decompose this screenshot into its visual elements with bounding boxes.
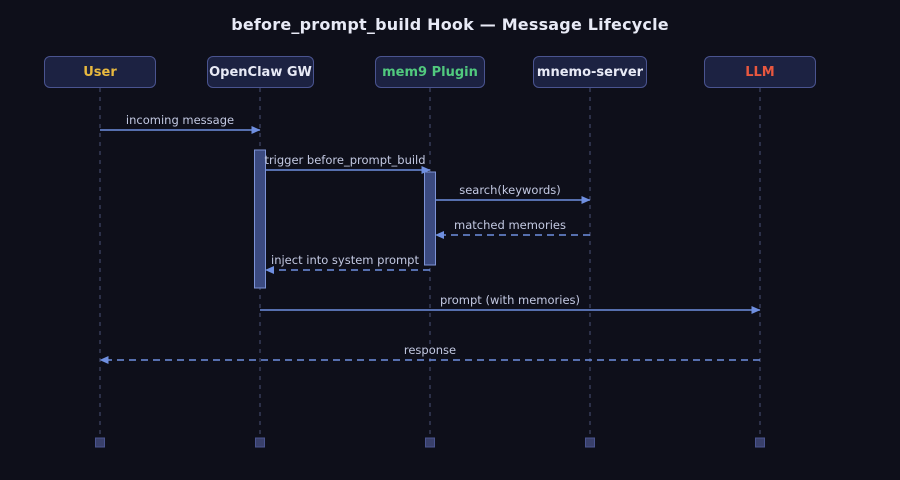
- activation-bar-mem9: [424, 171, 436, 266]
- messages-layer: [99, 126, 761, 364]
- participant-box-user[interactable]: User: [44, 56, 156, 88]
- participant-box-llm[interactable]: LLM: [704, 56, 816, 88]
- lifeline-terminator-gateway: [255, 437, 265, 448]
- participant-label-llm: LLM: [745, 64, 775, 80]
- message-label-3: matched memories: [454, 218, 566, 232]
- participant-box-mem9[interactable]: mem9 Plugin: [375, 56, 485, 88]
- message-label-5: prompt (with memories): [439, 293, 581, 307]
- lifeline-terminator-user: [95, 437, 105, 448]
- lifeline-terminator-mem9: [425, 437, 435, 448]
- message-label-2: search(keywords): [459, 183, 561, 197]
- message-label-1: trigger before_prompt_build: [264, 153, 426, 167]
- message-label-6: response: [403, 343, 457, 357]
- participant-label-gateway: OpenClaw GW: [209, 64, 312, 80]
- participant-label-user: User: [83, 64, 117, 80]
- activation-bar-gateway: [254, 149, 266, 289]
- participant-box-mnemo[interactable]: mnemo-server: [533, 56, 647, 88]
- message-label-4: inject into system prompt: [271, 253, 419, 267]
- participant-label-mem9: mem9 Plugin: [382, 64, 478, 80]
- page-title: before_prompt_build Hook — Message Lifec…: [231, 15, 669, 34]
- lifeline-terminator-llm: [755, 437, 765, 448]
- lifeline-terminator-mnemo: [585, 437, 595, 448]
- participant-label-mnemo: mnemo-server: [536, 64, 644, 80]
- terminators-layer: [95, 437, 765, 448]
- message-label-0: incoming message: [125, 113, 235, 127]
- participant-box-gateway[interactable]: OpenClaw GW: [207, 56, 314, 88]
